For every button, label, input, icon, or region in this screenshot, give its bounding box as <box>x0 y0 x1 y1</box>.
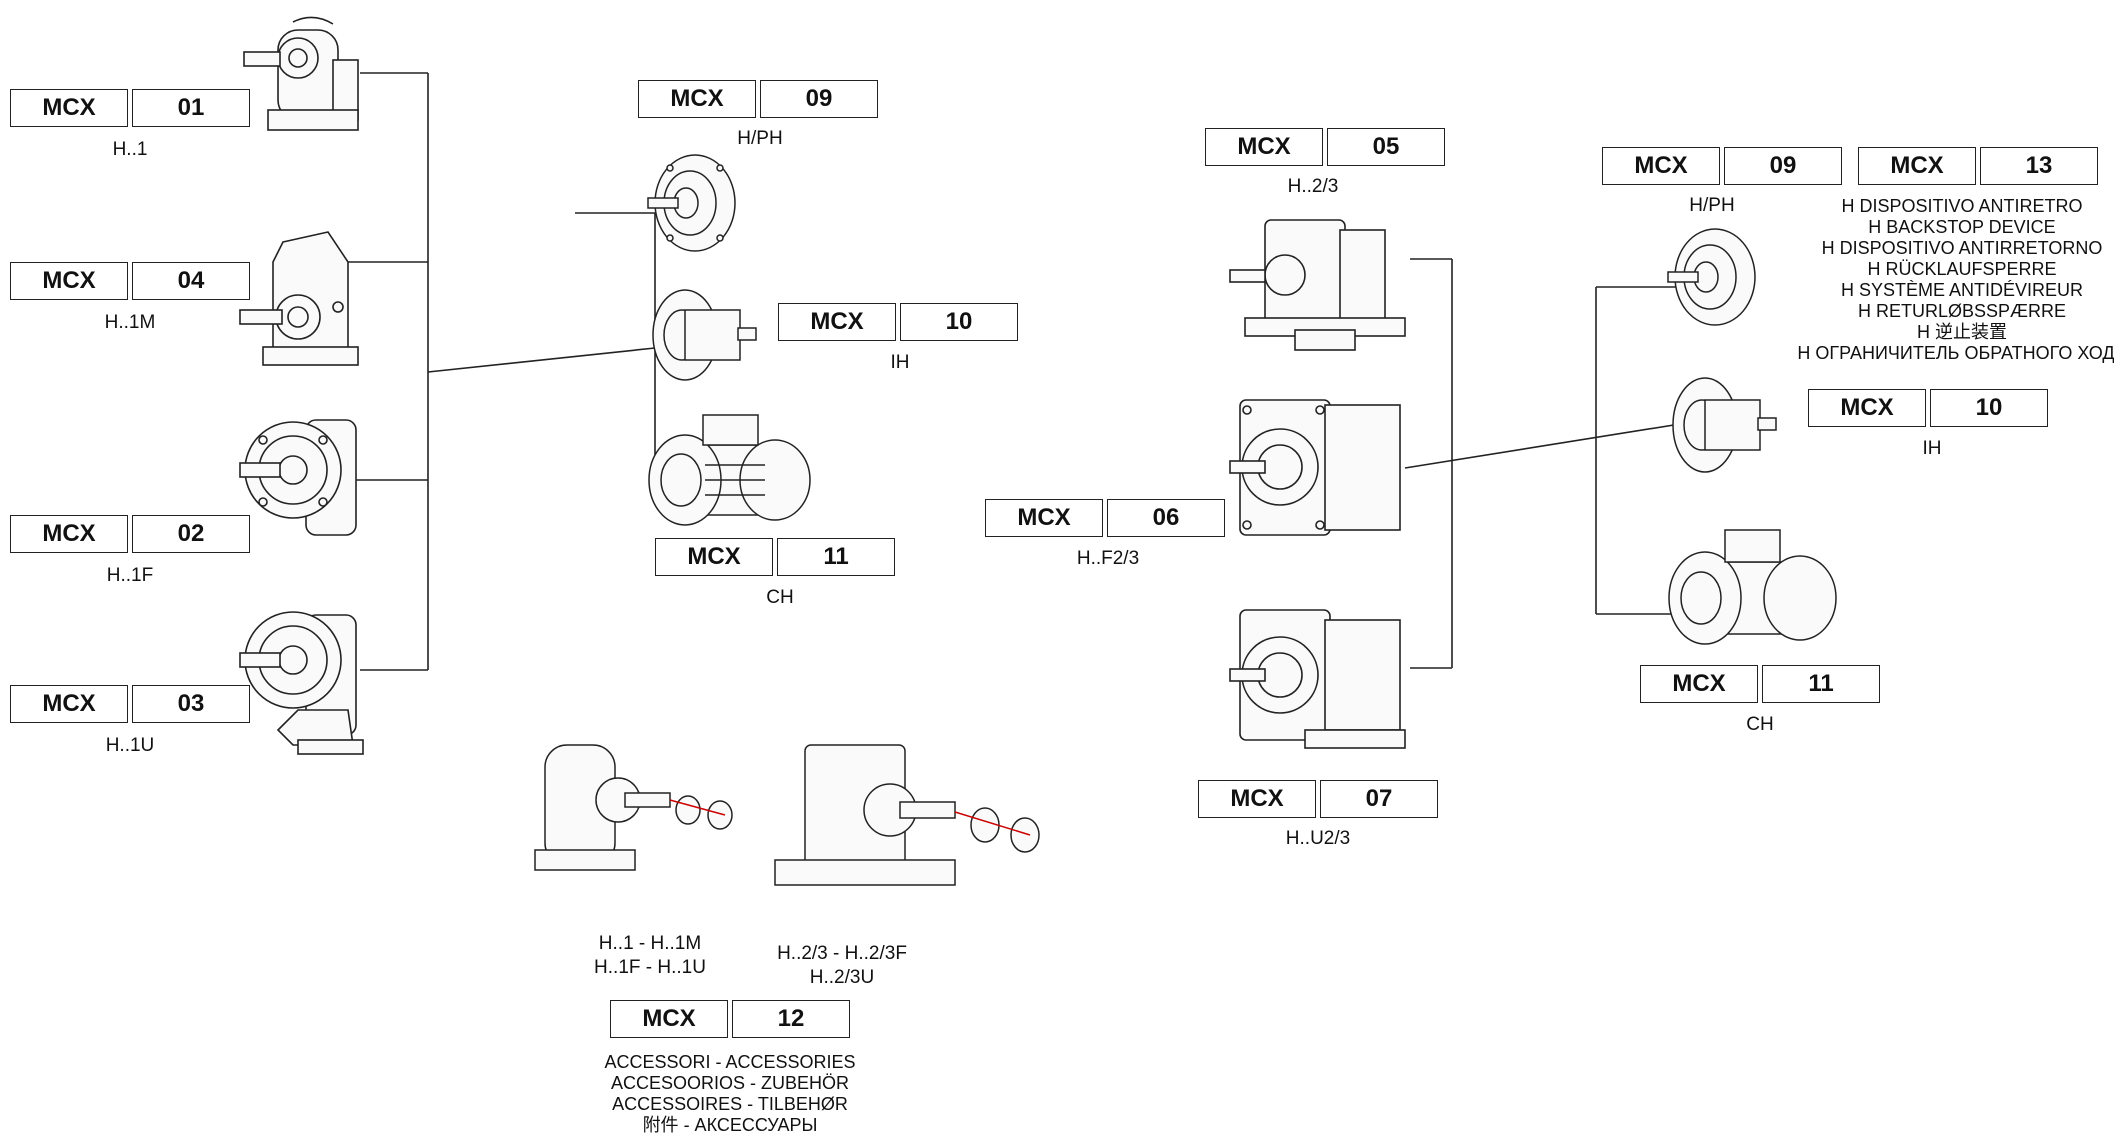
code-number: 04 <box>132 262 250 300</box>
code-number: 05 <box>1327 128 1445 166</box>
code-box-mcx-04: MCX 04 <box>10 262 250 302</box>
code-number: 10 <box>1930 389 2048 427</box>
code-box-mcx-03: MCX 03 <box>10 685 250 725</box>
accessory-h1-image <box>534 744 733 871</box>
label-ih: IH <box>890 352 910 373</box>
label-h23: H..2/3 <box>1287 176 1339 197</box>
code-prefix: MCX <box>655 538 773 576</box>
label-hu23: H..U2/3 <box>1285 828 1351 849</box>
input-ih-image <box>652 289 757 381</box>
gearbox-hu23-image <box>1229 609 1406 749</box>
code-number: 11 <box>777 538 895 576</box>
caption-line: H..2/3 - H..2/3F <box>777 943 907 964</box>
label-ih-right: IH <box>1922 438 1942 459</box>
backstop-line: H 逆止装置 <box>1917 322 2007 342</box>
input-ih-right-image <box>1672 377 1777 473</box>
code-box-mcx-06: MCX 06 <box>985 499 1225 539</box>
code-number: 09 <box>760 80 878 118</box>
backstop-line: H BACKSTOP DEVICE <box>1868 217 2056 237</box>
gearbox-h23-image <box>1229 219 1406 351</box>
code-prefix: MCX <box>1808 389 1926 427</box>
code-number: 07 <box>1320 780 1438 818</box>
code-number: 10 <box>900 303 1018 341</box>
label-h1f: H..1F <box>106 565 154 586</box>
input-flange-hph-image <box>647 154 736 252</box>
accessory-h1-caption: H..1 - H..1M H..1F - H..1U <box>594 932 706 980</box>
code-box-mcx-01: MCX 01 <box>10 89 250 129</box>
label-ch: CH <box>766 587 794 608</box>
backstop-line: H SYSTÈME ANTIDÉVIREUR <box>1840 280 2084 300</box>
accessory-line: 附件 - АКСЕССУАРЫ <box>642 1115 818 1135</box>
code-prefix: MCX <box>1858 147 1976 185</box>
code-prefix: MCX <box>10 515 128 553</box>
code-prefix: MCX <box>1640 665 1758 703</box>
code-box-mcx-07: MCX 07 <box>1198 780 1438 820</box>
backstop-description: H DISPOSITIVO ANTIRETRO H BACKSTOP DEVIC… <box>1797 196 2114 364</box>
code-box-mcx-10-right: MCX 10 <box>1808 389 2048 429</box>
gearbox-h1u-image <box>239 611 364 755</box>
accessory-line: ACCESSORI - ACCESSORIES <box>604 1052 856 1072</box>
accessory-line: ACCESOORIOS - ZUBEHÖR <box>610 1073 850 1093</box>
label-hph: H/PH <box>737 128 783 149</box>
code-number: 03 <box>132 685 250 723</box>
code-number: 13 <box>1980 147 2098 185</box>
code-prefix: MCX <box>10 262 128 300</box>
caption-line: H..1F - H..1U <box>594 957 706 978</box>
code-box-mcx-13: MCX 13 <box>1858 147 2098 187</box>
label-hf23: H..F2/3 <box>1076 548 1140 569</box>
code-box-mcx-12: MCX 12 <box>610 1000 850 1040</box>
label-h1: H..1 <box>112 139 148 160</box>
code-number: 12 <box>732 1000 850 1038</box>
code-number: 01 <box>132 89 250 127</box>
motor-ch-image <box>648 414 811 526</box>
code-prefix: MCX <box>778 303 896 341</box>
caption-line: H..1 - H..1M <box>598 933 702 954</box>
code-prefix: MCX <box>985 499 1103 537</box>
label-h1m: H..1M <box>104 312 156 333</box>
backstop-line: H DISPOSITIVO ANTIRRETORNO <box>1821 238 2103 258</box>
code-box-mcx-11-right: MCX 11 <box>1640 665 1880 705</box>
code-box-mcx-11: MCX 11 <box>655 538 895 578</box>
backstop-line: H RÜCKLAUFSPERRE <box>1867 259 2057 279</box>
accessory-h23-caption: H..2/3 - H..2/3F H..2/3U <box>777 942 907 990</box>
code-box-mcx-05: MCX 05 <box>1205 128 1445 168</box>
accessory-h23-image <box>774 744 1040 886</box>
gearbox-h1m-image <box>239 231 359 366</box>
code-number: 02 <box>132 515 250 553</box>
caption-line: H..2/3U <box>809 967 875 988</box>
label-hph-right: H/PH <box>1689 195 1735 216</box>
backstop-line: H RETURLØBSSPÆRRE <box>1857 301 2067 321</box>
code-number: 09 <box>1724 147 1842 185</box>
code-number: 11 <box>1762 665 1880 703</box>
code-prefix: MCX <box>10 89 128 127</box>
label-h1u: H..1U <box>105 735 155 756</box>
code-prefix: MCX <box>638 80 756 118</box>
label-ch-right: CH <box>1746 714 1774 735</box>
code-box-mcx-09: MCX 09 <box>638 80 878 120</box>
code-prefix: MCX <box>1602 147 1720 185</box>
backstop-line: H DISPOSITIVO ANTIRETRO <box>1841 196 2083 216</box>
input-flange-hph-right-image <box>1667 228 1756 326</box>
backstop-line: H ОГРАНИЧИТЕЛЬ ОБРАТНОГО ХОДА <box>1797 343 2114 363</box>
code-box-mcx-09-right: MCX 09 <box>1602 147 1842 187</box>
code-box-mcx-10: MCX 10 <box>778 303 1018 343</box>
code-prefix: MCX <box>610 1000 728 1038</box>
motor-ch-right-image <box>1668 529 1837 645</box>
code-prefix: MCX <box>1205 128 1323 166</box>
code-number: 06 <box>1107 499 1225 537</box>
accessories-description: ACCESSORI - ACCESSORIES ACCESOORIOS - ZU… <box>604 1052 855 1136</box>
accessory-line: ACCESSOIRES - TILBEHØR <box>612 1094 848 1114</box>
gearbox-hf23-image <box>1229 399 1401 536</box>
code-prefix: MCX <box>10 685 128 723</box>
code-prefix: MCX <box>1198 780 1316 818</box>
gearbox-h1-image <box>243 16 359 131</box>
gearbox-h1f-image <box>239 419 357 536</box>
code-box-mcx-02: MCX 02 <box>10 515 250 555</box>
